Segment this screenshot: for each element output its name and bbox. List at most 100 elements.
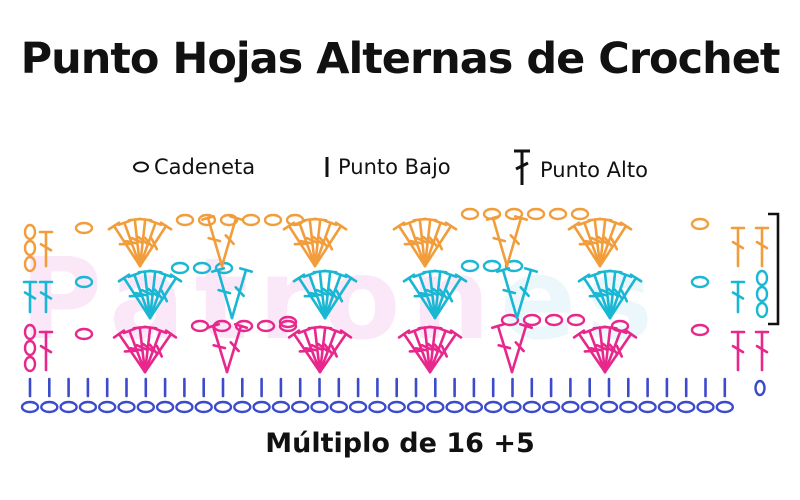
chain-stitch — [23, 255, 37, 273]
chain-stitch — [278, 315, 298, 329]
double-crochet-stitch — [412, 271, 437, 320]
double-crochet-stitch — [505, 215, 529, 268]
chain-stitch — [136, 400, 156, 414]
double-crochet-stitch — [313, 221, 348, 268]
chain-stitch — [387, 400, 406, 414]
legend-single-crochet-label: Punto Bajo — [338, 155, 451, 179]
chain-stitch — [755, 269, 769, 287]
chain-stitch — [291, 400, 310, 414]
double-crochet-stitch — [730, 226, 746, 268]
double-crochet-stitch — [38, 280, 54, 314]
chain-stitch — [638, 400, 657, 414]
chain-stitch — [754, 379, 766, 397]
chain-stitch — [445, 400, 464, 414]
double-crochet-stitch — [433, 271, 458, 320]
chain-stitch — [348, 400, 368, 414]
double-crochet-stitch — [112, 329, 147, 374]
double-crochet-stitch — [392, 221, 427, 268]
chain-stitch — [271, 400, 291, 414]
double-crochet-stitch — [567, 221, 602, 268]
double-crochet-stitch — [230, 267, 254, 320]
chain-stitch — [482, 259, 502, 273]
chain-stitch — [526, 207, 546, 221]
double-crochet-stitch — [287, 329, 322, 374]
page-title: Punto Hojas Alternas de Crochet — [20, 34, 781, 84]
double-crochet-stitch — [318, 327, 343, 374]
chain-stitch — [192, 261, 212, 275]
double-crochet-stitch — [577, 219, 602, 268]
chain-stitch — [23, 355, 37, 373]
double-crochet-stitch — [318, 329, 353, 374]
chain-stitch — [561, 400, 580, 414]
double-crochet-stitch — [730, 280, 746, 314]
double-crochet-stitch — [143, 327, 168, 374]
double-crochet-stitch — [730, 330, 746, 372]
chain-stitch — [522, 400, 541, 414]
chain-stitch — [755, 301, 769, 319]
double-crochet-stitch — [38, 230, 54, 268]
chain-stitch — [117, 400, 136, 414]
double-crochet-stitch — [754, 226, 770, 268]
double-crochet-stitch — [402, 273, 437, 320]
chain-stitch — [175, 400, 194, 414]
double-crochet-stitch — [423, 219, 448, 268]
chain-stitch — [155, 400, 175, 414]
legend-chain: Cadeneta — [132, 152, 255, 182]
chain-stitch — [368, 400, 387, 414]
double-crochet-stitch — [117, 273, 152, 320]
chain-stitch — [97, 400, 117, 414]
chain-stitch — [619, 400, 638, 414]
chain-stitch — [460, 259, 480, 273]
double-crochet-t-icon — [514, 149, 530, 185]
legend-chain-label: Cadeneta — [154, 155, 256, 179]
chain-stitch — [503, 400, 522, 414]
chain-stitch — [23, 323, 37, 341]
double-crochet-stitch — [127, 271, 152, 320]
double-crochet-stitch — [292, 273, 327, 320]
chain-stitch — [241, 213, 261, 227]
chain-stitch — [170, 261, 190, 275]
double-crochet-stitch — [608, 271, 633, 320]
chain-stitch — [426, 400, 445, 414]
double-crochet-stitch — [495, 267, 519, 320]
chain-stitch — [690, 323, 710, 337]
chain-stitch — [233, 400, 252, 414]
double-crochet-stitch — [428, 329, 463, 374]
double-crochet-stitch — [423, 221, 458, 268]
chain-stitch — [213, 400, 233, 414]
double-crochet-stitch — [143, 329, 178, 374]
chain-stitch — [190, 319, 210, 333]
double-crochet-stitch — [603, 329, 638, 374]
legend-double-crochet: Punto Alto — [510, 146, 648, 188]
chain-stitch — [212, 319, 232, 333]
double-crochet-stitch — [754, 330, 770, 372]
chain-stitch — [74, 275, 94, 289]
chain-stitch — [500, 313, 520, 327]
chain-stitch — [715, 400, 734, 414]
chain-stitch — [310, 400, 329, 414]
chain-stitch — [677, 400, 696, 414]
chain-stitch — [544, 313, 564, 327]
double-crochet-stitch — [485, 215, 509, 268]
chain-stitch — [580, 400, 599, 414]
chain-stitch — [219, 213, 239, 227]
chain-stitch — [657, 400, 677, 414]
chain-stitch — [541, 400, 561, 414]
legend-single-crochet: Punto Bajo — [322, 152, 451, 182]
double-crochet-stitch — [22, 280, 38, 314]
double-crochet-stitch — [598, 221, 633, 268]
chain-stitch — [329, 400, 348, 414]
chain-stitch — [197, 213, 217, 227]
chain-stitch — [570, 207, 590, 221]
chain-stitch — [256, 319, 276, 333]
double-crochet-stitch — [148, 273, 183, 320]
chain-stitch — [690, 217, 710, 231]
chain-stitch — [690, 275, 710, 289]
double-crochet-stitch — [117, 219, 142, 268]
double-crochet-stitch — [598, 219, 623, 268]
chain-stitch — [460, 207, 480, 221]
chain-stitch — [548, 207, 568, 221]
double-crochet-stitch — [107, 221, 142, 268]
single-crochet-bar-icon — [325, 157, 329, 177]
